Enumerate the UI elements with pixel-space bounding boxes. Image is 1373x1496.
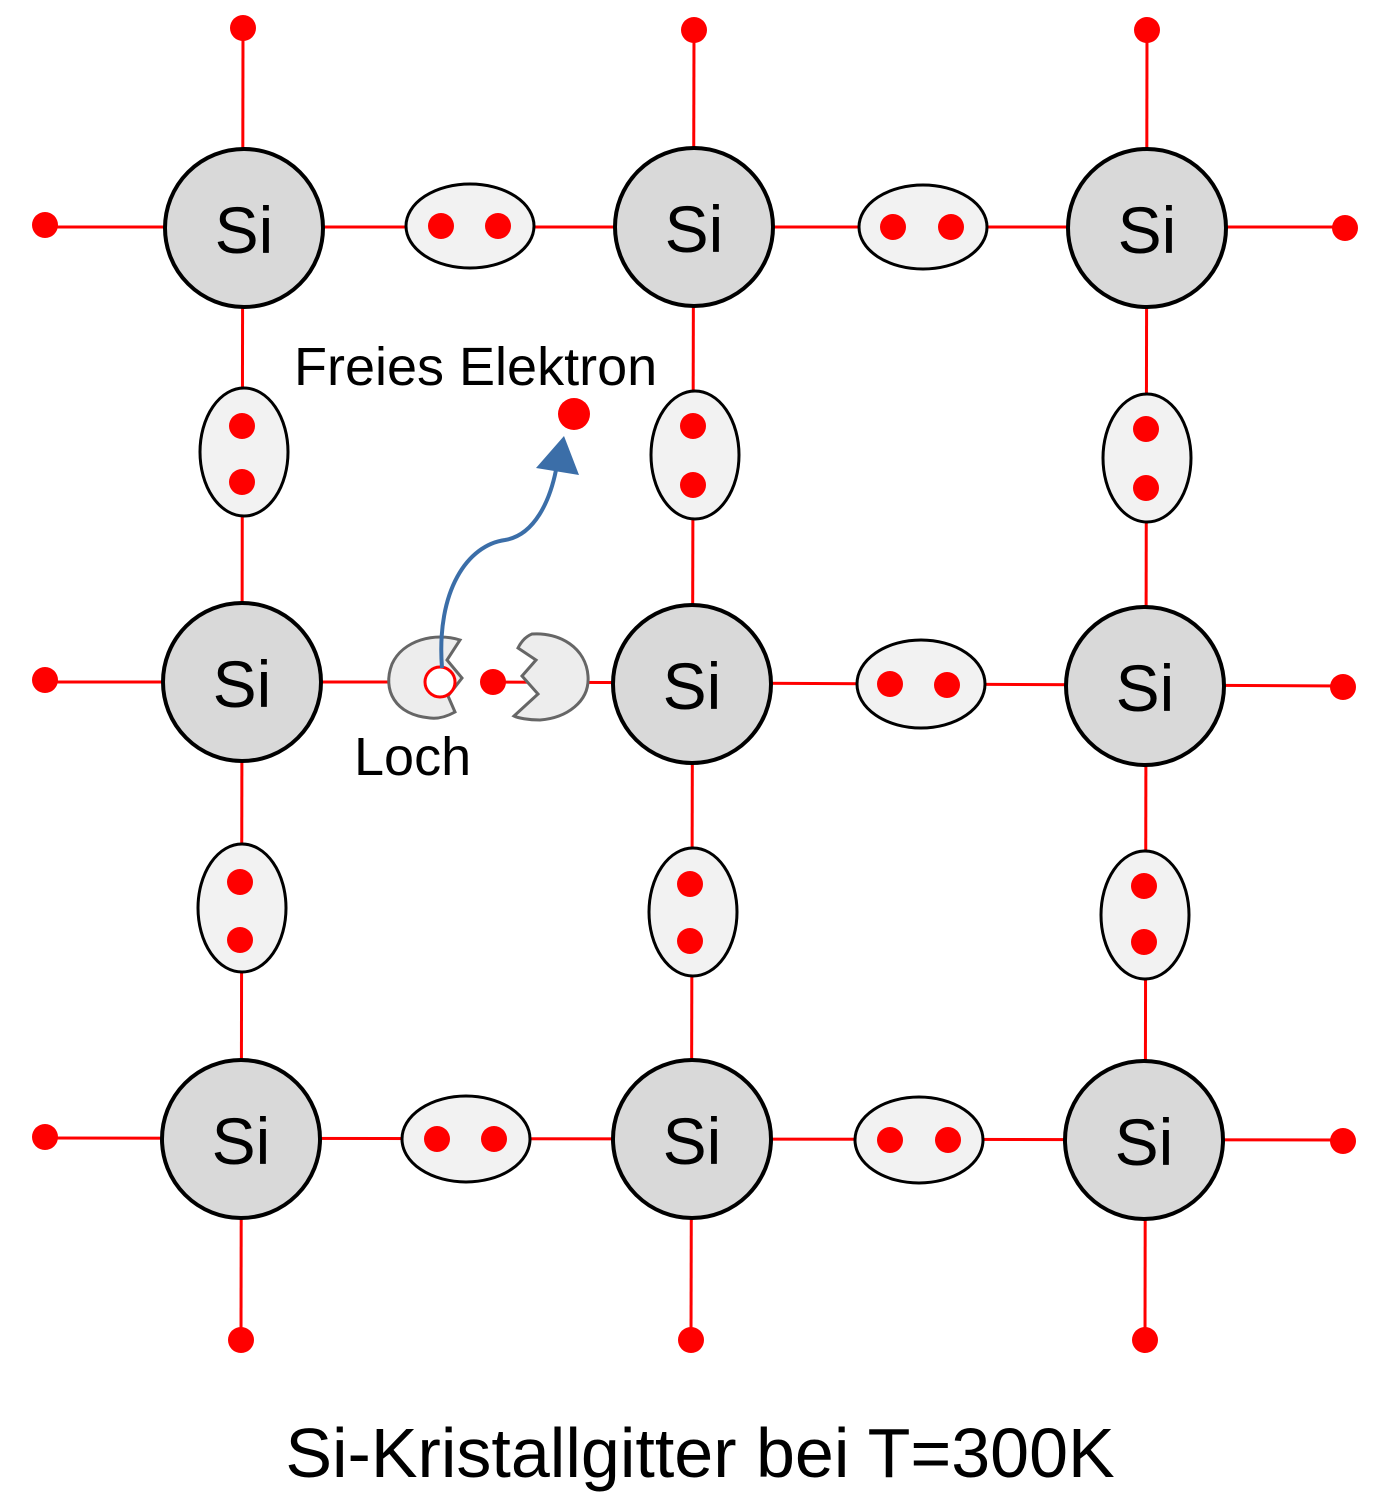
broken-pair-right-half [511, 632, 590, 722]
electron-dot [1134, 17, 1160, 43]
electron-dot [678, 1327, 704, 1353]
electron-pair [1099, 849, 1191, 981]
free-electron-group: Freies Elektron Loch [294, 337, 657, 787]
electron-dot [32, 667, 58, 693]
electron-pair [1101, 392, 1193, 524]
electron-dot [1332, 215, 1358, 241]
electron-dot [32, 1124, 58, 1150]
svg-text:Si: Si [663, 1104, 722, 1178]
free-electron-label: Freies Elektron [294, 337, 657, 397]
electron-pair [647, 846, 739, 978]
si-atom: Si [160, 1058, 322, 1220]
svg-text:Si: Si [212, 1104, 271, 1178]
svg-text:Si: Si [1116, 651, 1175, 725]
si-atom: Si [613, 146, 775, 308]
si-atom: Si [1066, 147, 1228, 309]
electron-dot [681, 17, 707, 43]
electron-dot [480, 669, 506, 695]
electron-pair [649, 389, 741, 521]
electron-pair [855, 638, 987, 730]
electron-pairs [196, 182, 1193, 1185]
si-atom: Si [163, 147, 325, 309]
si-atom: Si [161, 601, 323, 763]
diagram-caption: Si-Kristallgitter bei T=300K [285, 1414, 1114, 1492]
si-atom: Si [1063, 1059, 1225, 1221]
electron-pair [853, 1095, 985, 1185]
broken-electron-pair [387, 632, 590, 722]
edge-electrons [32, 15, 1358, 1353]
svg-text:Si: Si [665, 192, 724, 266]
si-atom: Si [1064, 605, 1226, 767]
free-electron-dot [558, 398, 590, 430]
electron-pair [857, 183, 989, 271]
electron-dot [228, 1327, 254, 1353]
svg-text:Si: Si [213, 647, 272, 721]
electron-pair [404, 182, 536, 270]
electron-dot [230, 15, 256, 41]
electron-pair [400, 1094, 532, 1184]
svg-text:Si: Si [1115, 1105, 1174, 1179]
arrowhead-icon [536, 436, 579, 475]
svg-text:Si: Si [215, 193, 274, 267]
hole-label: Loch [354, 727, 471, 787]
svg-text:Si: Si [663, 649, 722, 723]
electron-dot [1132, 1327, 1158, 1353]
electron-dot [32, 212, 58, 238]
svg-text:Si: Si [1118, 193, 1177, 267]
electron-pair [196, 842, 288, 974]
electron-dot [1330, 1128, 1356, 1154]
hole-marker [423, 665, 457, 699]
si-atom: Si [611, 1058, 773, 1220]
si-atoms: Si Si Si Si Si Si Si Si [160, 146, 1228, 1221]
electron-pair [198, 386, 290, 518]
si-atom: Si [611, 603, 773, 765]
electron-dot [1330, 674, 1356, 700]
excitation-arrow [439, 469, 558, 669]
